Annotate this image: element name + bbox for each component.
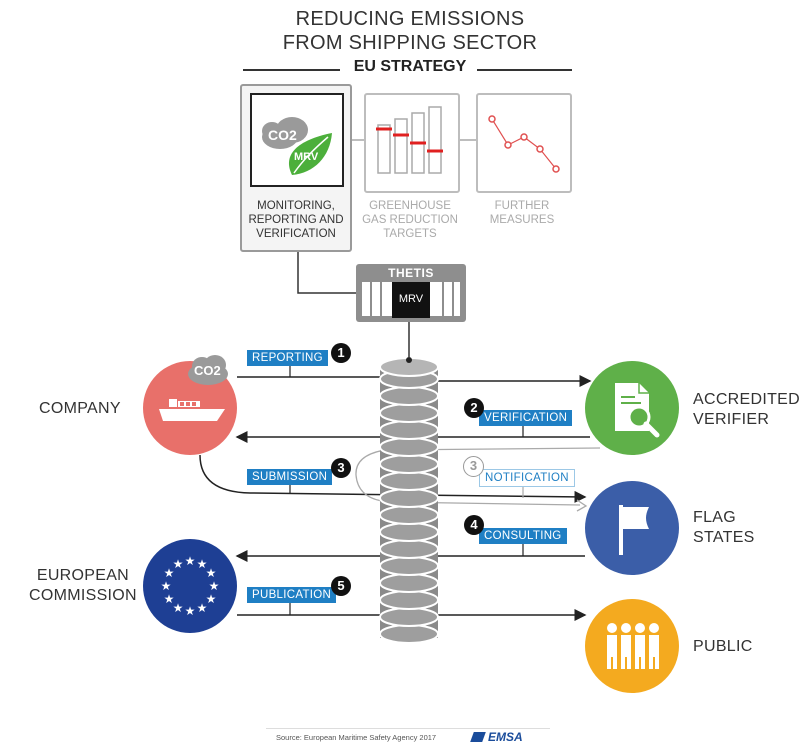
panel-divider [370,282,372,316]
step-reporting-tag[interactable]: REPORTING [247,350,328,366]
footer: Source: European Maritime Safety Agency … [266,728,550,745]
notification-arrowhead [576,499,588,512]
thetis-system[interactable]: THETIS MRV [356,264,466,322]
panel-divider [380,282,382,316]
svg-text:★: ★ [164,566,175,580]
strategy-heading: EU STRATEGY [353,58,467,75]
notification-loop [355,447,601,506]
svg-text:★: ★ [173,601,184,615]
mrv-leaf-label: MRV [294,151,319,163]
svg-text:★: ★ [173,557,184,571]
title-line-1: REDUCING EMISSIONS [295,8,525,30]
submission-arrow [199,454,587,503]
mrv-thetis-connector [297,248,357,294]
header-divider-right [477,69,572,71]
label-line: COMMISSION [29,587,137,604]
company-co2-label: CO2 [194,363,221,378]
label-line: VERIFICATION [256,228,336,240]
svg-text:★: ★ [197,601,208,615]
svg-text:★: ★ [185,604,196,618]
step-3-badge: 3 [331,458,351,478]
eu-stars-icon: ★ ★ ★ ★ ★ ★ ★ ★ ★ ★ ★ ★ [161,554,220,618]
step-submission-tag[interactable]: SUBMISSION [247,469,333,485]
label-line: MONITORING, [257,200,335,212]
step-3-outline-badge: 3 [463,456,484,477]
public-node[interactable] [585,599,679,693]
ghg-card-label: GREENHOUSE GAS REDUCTION TARGETS [360,199,460,241]
header-divider-left [243,69,340,71]
label-line: STATES [693,529,755,546]
mrv-icon-box: CO2 MRV [250,93,344,187]
svg-text:★: ★ [164,592,175,606]
flag-states-node[interactable] [585,481,679,575]
people-icon [607,623,659,669]
thetis-mrv-block: MRV [392,282,430,318]
ship-icon [159,399,225,421]
emsa-logo-mark [470,732,486,742]
document-magnifier-icon [615,383,660,438]
label-line: REPORTING AND [248,214,344,226]
company-co2-cloud: CO2 [186,352,230,386]
label-line: VERIFIER [693,411,770,428]
cloud-icon [188,355,228,385]
step-publication-tag[interactable]: PUBLICATION [247,587,337,603]
step-1-badge: 1 [331,343,351,363]
co2-label: CO2 [268,127,297,143]
company-label: COMPANY [39,400,121,417]
panel-divider [452,282,454,316]
trend-down-icon [488,115,560,173]
co2-leaf-icon [262,117,332,175]
label-line: TARGETS [383,228,437,240]
source-text: Source: European Maritime Safety Agency … [276,733,437,742]
flag-states-label: FLAG STATES [693,508,755,548]
label-line: FURTHER [494,200,550,212]
verifier-label: ACCREDITED VERIFIER [693,390,800,430]
step-2-badge: 2 [464,398,484,418]
svg-text:★: ★ [185,554,196,568]
flag-icon [619,505,649,555]
label-line: GAS REDUCTION [362,214,458,226]
step-5-badge: 5 [331,576,351,596]
further-card-label: FURTHER MEASURES [472,199,572,227]
svg-text:★: ★ [161,579,172,593]
bar-targets-icon [376,106,443,174]
panel-divider [442,282,444,316]
svg-text:★: ★ [206,592,217,606]
step-4-badge: 4 [464,515,484,535]
mrv-strategy-card[interactable]: CO2 MRV MONITORING, REPORTING AND VERIFI… [240,84,352,252]
commission-label: EUROPEAN COMMISSION [29,566,137,606]
thetis-title: THETIS [388,266,434,280]
svg-text:★: ★ [206,566,217,580]
step-consulting-tag[interactable]: CONSULTING [479,528,567,544]
svg-text:★: ★ [209,579,220,593]
database-stack [379,357,439,644]
title-line-2: FROM SHIPPING SECTOR [282,32,538,54]
label-line: FLAG [693,509,736,526]
mrv-card-label: MONITORING, REPORTING AND VERIFICATION [242,199,350,241]
svg-text:★: ★ [197,557,208,571]
label-line: MEASURES [489,214,555,226]
emsa-logo-text: EMSA [488,730,523,744]
ghg-targets-card[interactable] [364,93,460,193]
label-line: ACCREDITED [693,391,801,408]
step-verification-tag[interactable]: VERIFICATION [479,410,573,426]
step-notification-tag[interactable]: NOTIFICATION [479,469,575,487]
label-line: GREENHOUSE [369,200,451,212]
commission-node[interactable]: ★ ★ ★ ★ ★ ★ ★ ★ ★ ★ ★ ★ [143,539,237,633]
label-line: EUROPEAN [36,567,130,584]
verifier-node[interactable] [585,361,679,455]
public-label: PUBLIC [693,638,753,655]
further-measures-card[interactable] [476,93,572,193]
